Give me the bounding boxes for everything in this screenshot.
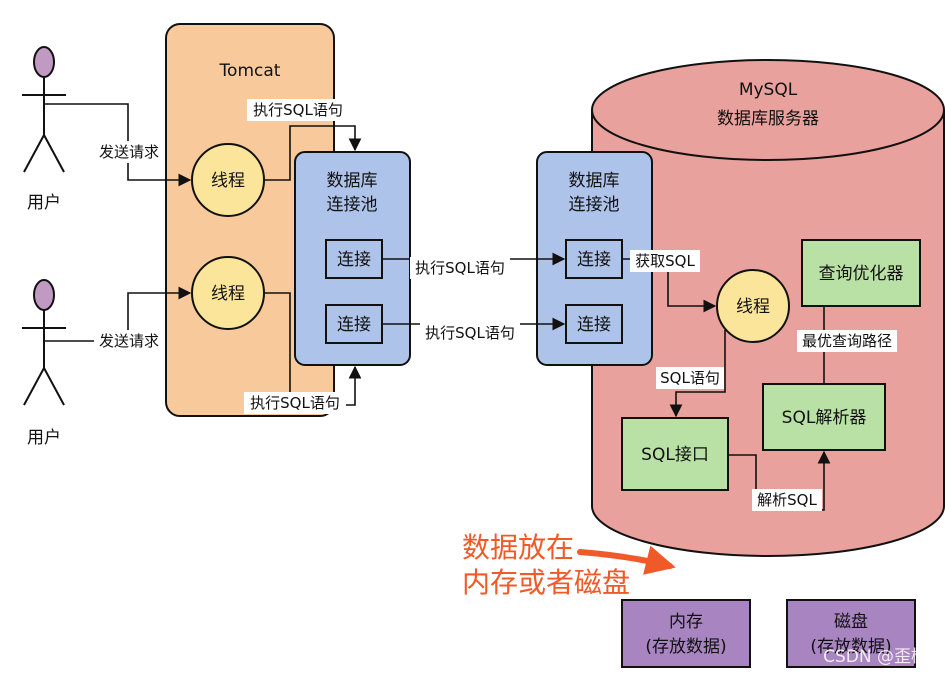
disk-label-1: 磁盘 bbox=[834, 612, 868, 632]
memory-label-2: (存放数据) bbox=[645, 637, 726, 657]
user-top-icon bbox=[22, 46, 66, 173]
pool-right-title-1: 数据库 bbox=[569, 171, 620, 191]
mysql-thread-node bbox=[716, 269, 790, 343]
disk-label-2: (存放数据) bbox=[810, 637, 891, 657]
sql-interface-box bbox=[621, 417, 729, 491]
edge-label-exec-sql-bottom: 执行SQL语句 bbox=[250, 394, 340, 412]
tomcat-title: Tomcat bbox=[219, 61, 281, 81]
query-optimizer-label: 查询优化器 bbox=[819, 264, 904, 284]
user-bottom-icon bbox=[22, 279, 66, 406]
disk-box bbox=[786, 599, 916, 668]
user-bottom-label: 用户 bbox=[27, 428, 61, 448]
mysql-thread-label: 线程 bbox=[736, 297, 770, 317]
sql-parser-box bbox=[762, 383, 886, 451]
edge-label-exec-sql-mid-1: 执行SQL语句 bbox=[415, 259, 505, 277]
edge-user-bottom-to-thread bbox=[44, 286, 192, 342]
pool-left-title-2: 连接池 bbox=[327, 195, 378, 215]
pool-left-conn-1-label: 连接 bbox=[337, 250, 371, 270]
memory-label-1: 内存 bbox=[669, 612, 703, 632]
query-optimizer-box bbox=[801, 239, 921, 307]
annotation-line-1: 数据放在 bbox=[462, 531, 574, 564]
edge-thread-top-to-pool bbox=[264, 125, 362, 181]
edge-thread-to-sql-interface bbox=[669, 330, 726, 418]
pool-left-conn-2-label: 连接 bbox=[337, 315, 371, 335]
thread-top-label: 线程 bbox=[211, 171, 245, 191]
edge-label-send-request-top: 发送请求 bbox=[99, 143, 159, 161]
pool-right-conn-2 bbox=[565, 304, 623, 344]
pool-left-title-1: 数据库 bbox=[327, 171, 378, 191]
edge-label-best-path: 最优查询路径 bbox=[802, 332, 892, 350]
user-top-label: 用户 bbox=[27, 193, 61, 213]
pool-right-conn-1 bbox=[565, 239, 623, 279]
watermark: CSDN @歪桃 bbox=[823, 647, 928, 667]
sql-interface-label: SQL接口 bbox=[641, 445, 709, 465]
thread-bottom-label: 线程 bbox=[211, 284, 245, 304]
pool-right-title-2: 连接池 bbox=[569, 195, 620, 215]
annotation-line-2: 内存或者磁盘 bbox=[462, 566, 630, 599]
edge-label-parse-sql: 解析SQL bbox=[757, 491, 817, 509]
annotation-arrow-icon bbox=[577, 545, 676, 575]
mysql-title-2: 数据库服务器 bbox=[717, 109, 819, 129]
sql-parser-label: SQL解析器 bbox=[782, 408, 867, 428]
pool-left-conn-1 bbox=[325, 239, 383, 279]
pool-right-conn-1-label: 连接 bbox=[577, 250, 611, 270]
edge-label-exec-sql-top: 执行SQL语句 bbox=[253, 101, 343, 119]
edge-label-sql-statement: SQL语句 bbox=[660, 369, 720, 387]
mysql-title-1: MySQL bbox=[739, 80, 798, 100]
memory-box bbox=[621, 599, 751, 668]
pool-left-conn-2 bbox=[325, 304, 383, 344]
edge-label-get-sql: 获取SQL bbox=[635, 252, 695, 270]
edge-label-send-request-bottom: 发送请求 bbox=[99, 332, 159, 350]
edge-label-exec-sql-mid-2: 执行SQL语句 bbox=[425, 324, 515, 342]
pool-right-conn-2-label: 连接 bbox=[577, 315, 611, 335]
